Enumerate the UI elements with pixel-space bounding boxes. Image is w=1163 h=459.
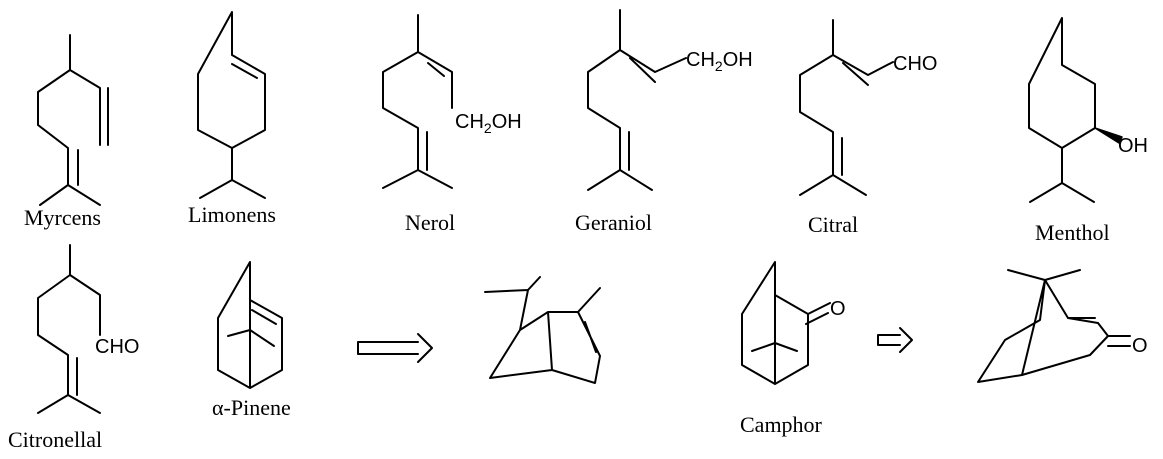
menthol-group: OH: [1118, 135, 1148, 157]
citral-group: CHO: [893, 53, 937, 75]
limonens-structure: [197, 11, 266, 199]
nerol-name: Nerol: [405, 210, 455, 235]
pinene-name: α-Pinene: [212, 395, 291, 420]
citral-name: Citral: [808, 212, 858, 237]
nerol-structure: [382, 14, 453, 189]
citronellal-name: Citronellal: [8, 427, 102, 452]
pinene-structure: [217, 261, 283, 389]
arrow-pinene-to-3d: [357, 333, 433, 363]
geraniol-structure: [587, 9, 687, 191]
camphor-structure: [741, 261, 831, 385]
citronellal-group: CHO: [95, 336, 139, 358]
citronellal-structure: [37, 244, 101, 414]
geraniol-name: Geraniol: [575, 210, 652, 235]
camphor-3d-structure: [977, 269, 1131, 383]
menthol-structure: [1028, 17, 1123, 203]
camphor-3d-group: O: [1132, 335, 1148, 357]
menthol-name: Menthol: [1035, 220, 1110, 245]
camphor-group: O: [830, 298, 846, 320]
geraniol-group: CH2OH: [686, 49, 753, 74]
limonens-name: Limonens: [188, 202, 276, 227]
pinene-3d-structure: [484, 276, 601, 384]
nerol-group: CH2OH: [455, 111, 522, 136]
camphor-name: Camphor: [740, 412, 823, 437]
myrcens-name: Myrcens: [24, 205, 101, 230]
citral-structure: [799, 19, 894, 196]
myrcens-structure: [37, 34, 109, 206]
arrow-camphor-to-3d: [877, 327, 913, 353]
